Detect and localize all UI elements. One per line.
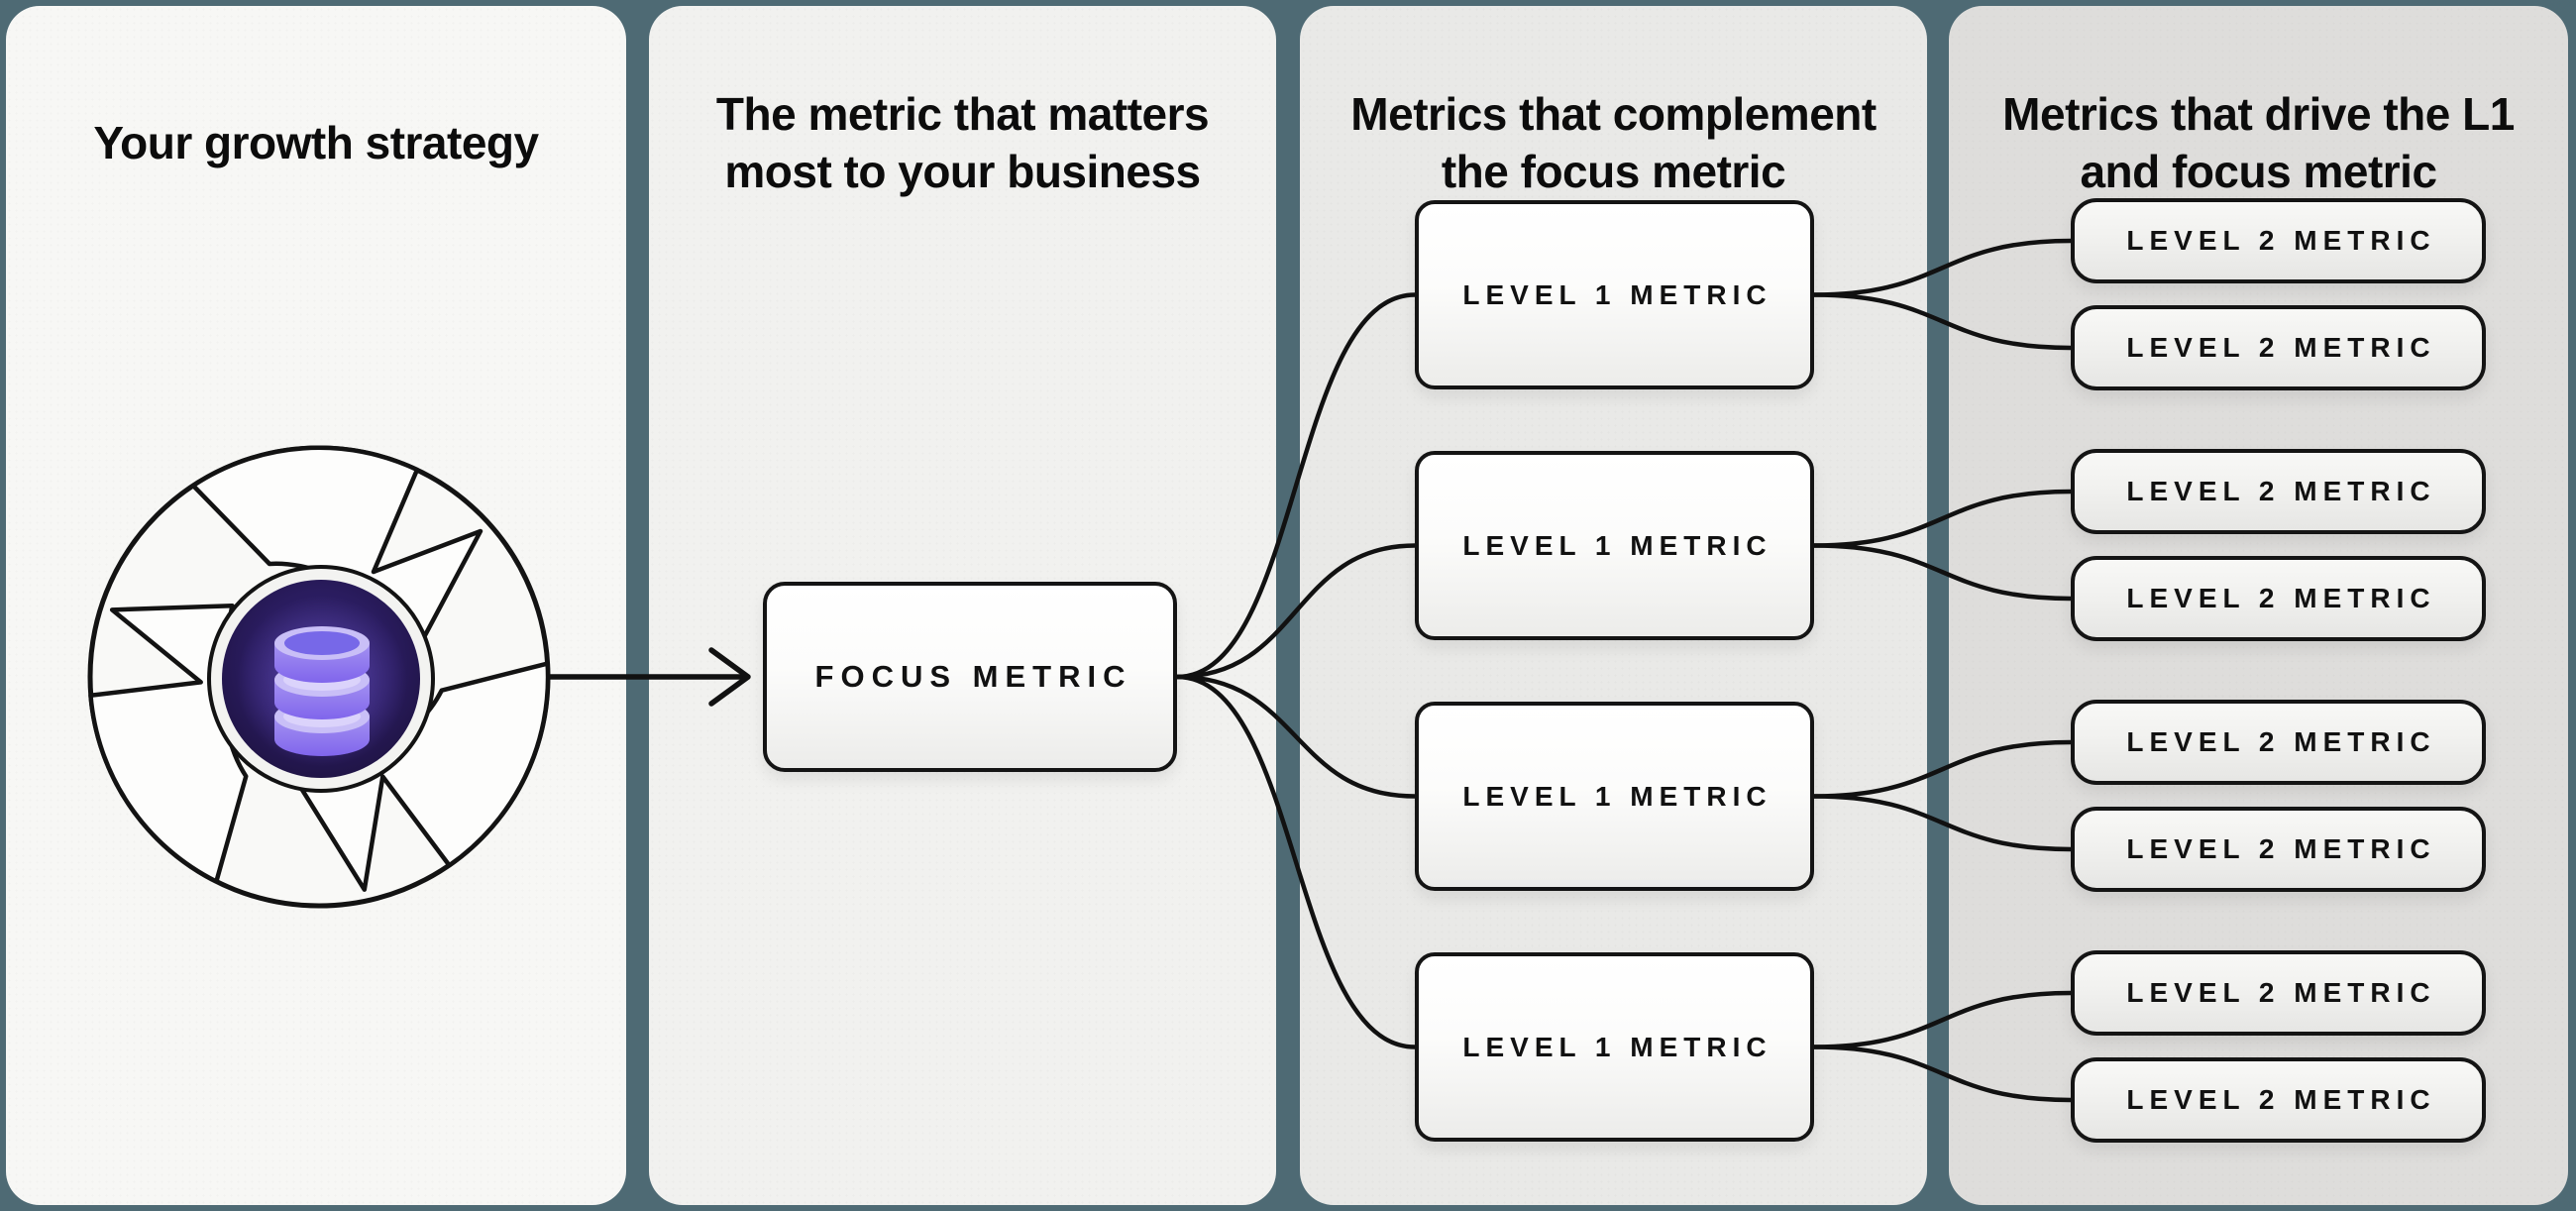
level2-metric-node: LEVEL 2 METRIC — [2071, 198, 2486, 283]
level2-metric-label: LEVEL 2 METRIC — [2126, 225, 2436, 256]
level2-metric-node: LEVEL 2 METRIC — [2071, 950, 2486, 1036]
database-icon — [237, 596, 407, 766]
level2-metric-label: LEVEL 2 METRIC — [2126, 332, 2436, 363]
level1-metric-label: LEVEL 1 METRIC — [1462, 780, 1772, 812]
focus-metric-label: FOCUS METRIC — [814, 659, 1132, 694]
focus-to-l1-connector — [1176, 292, 1416, 680]
l1-to-l2-connector — [1813, 1045, 2072, 1103]
level1-metric-label: LEVEL 1 METRIC — [1462, 529, 1772, 561]
l1-to-l2-connector — [1813, 990, 2072, 1049]
level2-metric-node: LEVEL 2 METRIC — [2071, 807, 2486, 892]
panel-title-line: The metric that matters — [715, 88, 1210, 140]
level2-metric-node: LEVEL 2 METRIC — [2071, 305, 2486, 390]
level1-metric-node: LEVEL 1 METRIC — [1415, 200, 1814, 389]
level1-metric-node: LEVEL 1 METRIC — [1415, 952, 1814, 1142]
level2-metric-node: LEVEL 2 METRIC — [2071, 700, 2486, 785]
l1-to-l2-connector — [1813, 739, 2072, 799]
flywheel-icon — [87, 445, 551, 909]
level2-metric-label: LEVEL 2 METRIC — [2126, 1084, 2436, 1115]
l1-to-l2-connector — [1813, 543, 2072, 602]
panel-title-line: Metrics that complement — [1350, 88, 1877, 140]
level1-metric-label: LEVEL 1 METRIC — [1462, 1031, 1772, 1062]
panel-title-line: most to your business — [724, 146, 1201, 197]
l1-to-l2-connector — [1813, 489, 2072, 548]
level2-metric-label: LEVEL 2 METRIC — [2126, 476, 2436, 506]
level2-metric-label: LEVEL 2 METRIC — [2126, 833, 2436, 864]
level1-metric-label: LEVEL 1 METRIC — [1462, 278, 1772, 310]
level2-metric-node: LEVEL 2 METRIC — [2071, 556, 2486, 641]
l1-to-l2-connector — [1813, 238, 2072, 297]
panel-title: Your growth strategy — [6, 81, 626, 204]
level2-metric-label: LEVEL 2 METRIC — [2126, 977, 2436, 1008]
focus-to-l1-connector — [1176, 674, 1416, 1049]
panel-title: The metric that matters most to your bus… — [649, 81, 1276, 204]
panel-title-line: the focus metric — [1441, 146, 1786, 197]
panel-title-line: Metrics that drive the L1 — [2002, 88, 2515, 140]
focus-to-l1-connector — [1176, 674, 1416, 799]
level1-metric-node: LEVEL 1 METRIC — [1415, 702, 1814, 891]
panel-title-line: Your growth strategy — [93, 117, 539, 168]
panel-title: Metrics that drive the L1 and focus metr… — [1949, 81, 2568, 204]
arrowhead-icon — [708, 647, 751, 707]
focus-metric-node: FOCUS METRIC — [763, 582, 1177, 772]
level2-metric-node: LEVEL 2 METRIC — [2071, 449, 2486, 534]
l1-to-l2-connector — [1813, 794, 2072, 852]
level2-metric-node: LEVEL 2 METRIC — [2071, 1057, 2486, 1143]
level2-metric-label: LEVEL 2 METRIC — [2126, 583, 2436, 613]
panel-title: Metrics that complement the focus metric — [1300, 81, 1927, 204]
focus-to-l1-connector — [1176, 543, 1416, 680]
level2-metric-label: LEVEL 2 METRIC — [2126, 726, 2436, 757]
level1-metric-node: LEVEL 1 METRIC — [1415, 451, 1814, 640]
l1-to-l2-connector — [1813, 292, 2072, 351]
panel-title-line: and focus metric — [2080, 146, 2437, 197]
